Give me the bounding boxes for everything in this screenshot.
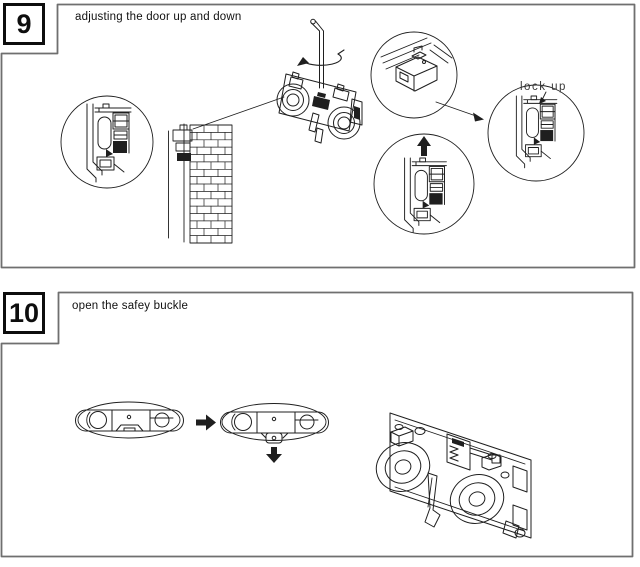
step-10-panel-border xyxy=(0,291,634,558)
step-10-title: open the safey buckle xyxy=(72,300,189,312)
lock-up-label: lock up xyxy=(520,81,567,93)
lift-up-detail-circle xyxy=(373,133,475,235)
down-arrow-icon xyxy=(266,447,282,463)
lock-up-detail-circle: lock up xyxy=(487,81,585,182)
step-9-title: adjusting the door up and down xyxy=(75,11,242,23)
buckle-open-ellipse xyxy=(220,403,329,463)
adjuster-block-detail-circle xyxy=(370,31,458,119)
step-9-panel-border xyxy=(0,3,636,269)
wall-with-bricks-and-guide xyxy=(168,96,285,244)
right-arrow-icon xyxy=(196,414,216,431)
step-10-number-box: 10 xyxy=(3,292,45,334)
up-arrow-icon xyxy=(417,136,431,156)
pointer-arrow-icon xyxy=(435,101,484,122)
step-9-number-box: 9 xyxy=(3,3,45,45)
buckle-closed-ellipse xyxy=(75,401,184,439)
track-cross-section-detail-circle xyxy=(60,95,154,189)
roller-carriage-isometric xyxy=(375,412,532,539)
rotate-arrow-icon xyxy=(297,49,345,66)
hex-key-icon xyxy=(310,18,324,89)
roller-carriage-with-hex-key xyxy=(276,18,363,144)
